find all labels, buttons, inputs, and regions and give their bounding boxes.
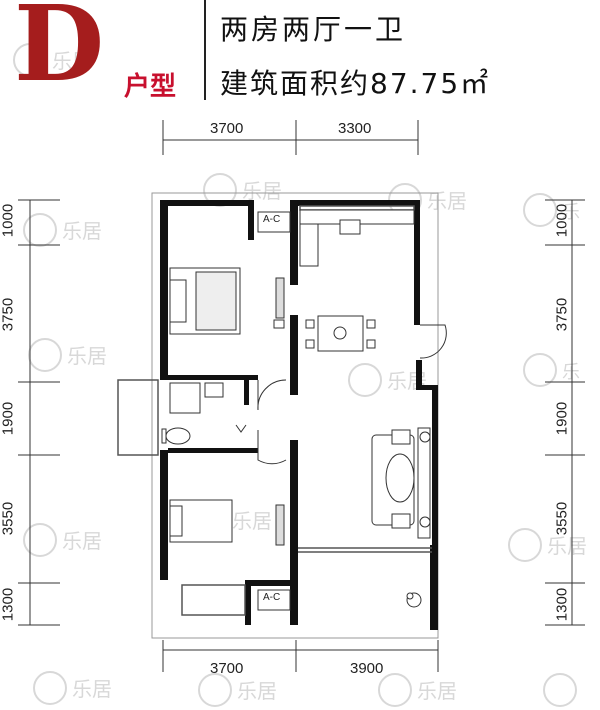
svg-text:乐居: 乐居 bbox=[52, 49, 92, 73]
svg-text:乐: 乐 bbox=[562, 362, 580, 383]
bathroom-fixtures bbox=[161, 382, 224, 445]
watermark-5: 乐 bbox=[523, 193, 580, 227]
right-dim-2: 3750 bbox=[553, 297, 571, 332]
svg-text:乐居: 乐居 bbox=[237, 679, 277, 703]
svg-text:乐居: 乐居 bbox=[62, 529, 102, 553]
watermark-1: 乐居 bbox=[13, 43, 92, 77]
balcony-plant bbox=[406, 592, 422, 608]
watermark-14: 乐居 bbox=[378, 673, 457, 707]
door-bedroom1 bbox=[257, 379, 287, 411]
walls bbox=[160, 200, 438, 630]
unit-letter: D bbox=[14, 0, 105, 105]
svg-text:乐居: 乐居 bbox=[67, 344, 107, 368]
left-dim-2: 3750 bbox=[0, 297, 17, 332]
left-dim-1: 1000 bbox=[0, 203, 17, 238]
door-bedroom2 bbox=[257, 430, 287, 465]
ac-units bbox=[257, 211, 291, 611]
dining-table bbox=[305, 315, 376, 352]
watermark-8: 乐 bbox=[523, 353, 580, 387]
bottom-dimension-lines bbox=[162, 640, 439, 672]
title-divider bbox=[204, 0, 206, 100]
watermark-6: 乐居 bbox=[28, 338, 107, 372]
bottom-dim-2: 3900 bbox=[350, 660, 384, 677]
ac-label-top: A-C bbox=[263, 214, 281, 225]
ac-unit-bottom bbox=[257, 589, 291, 611]
svg-text:乐居: 乐居 bbox=[547, 534, 587, 558]
right-dimension-lines bbox=[545, 199, 585, 626]
svg-text:乐居: 乐居 bbox=[62, 219, 102, 243]
ac-label-bottom: A-C bbox=[263, 592, 281, 603]
top-dim-2: 3300 bbox=[338, 120, 372, 137]
layout-title: 两房两厅一卫 bbox=[220, 13, 407, 46]
washbasin bbox=[204, 382, 224, 398]
watermark-13: 乐居 bbox=[198, 673, 277, 707]
door-entry bbox=[419, 324, 447, 359]
door-bathroom bbox=[235, 424, 247, 433]
bottom-dim-1: 3700 bbox=[210, 660, 244, 677]
right-dim-5: 1300 bbox=[553, 587, 571, 622]
left-dimension-lines bbox=[18, 199, 60, 626]
right-dim-3: 1900 bbox=[553, 401, 571, 436]
toilet bbox=[165, 427, 191, 445]
watermark-12: 乐居 bbox=[33, 671, 112, 705]
master-bed bbox=[169, 267, 285, 335]
unit-type-label: 户型 bbox=[124, 72, 177, 102]
watermark-11: 乐居 bbox=[508, 528, 587, 562]
balcony-rails bbox=[117, 205, 432, 616]
doors bbox=[235, 324, 447, 465]
left-dim-5: 1300 bbox=[0, 587, 17, 622]
watermark-9: 乐居 bbox=[23, 523, 102, 557]
right-dim-1: 1000 bbox=[553, 203, 571, 238]
shower bbox=[169, 382, 201, 414]
ac-unit-top bbox=[257, 211, 291, 233]
top-dim-1: 3700 bbox=[210, 120, 244, 137]
right-dim-4: 3550 bbox=[553, 501, 571, 536]
svg-text:乐居: 乐居 bbox=[242, 179, 282, 203]
left-dim-3: 1900 bbox=[0, 401, 17, 436]
svg-text:乐居: 乐居 bbox=[417, 679, 457, 703]
svg-text:乐居: 乐居 bbox=[72, 677, 112, 701]
left-dim-4: 3550 bbox=[0, 501, 17, 536]
area-title: 建筑面积约87.75㎡ bbox=[220, 67, 491, 100]
top-dimension-lines bbox=[162, 120, 419, 155]
watermark-15 bbox=[543, 673, 577, 707]
svg-text:乐居: 乐居 bbox=[232, 509, 272, 533]
second-bed bbox=[169, 499, 285, 546]
watermark-2: 乐居 bbox=[23, 213, 102, 247]
svg-text:乐: 乐 bbox=[562, 202, 580, 223]
sofa-set bbox=[371, 427, 431, 539]
kitchen bbox=[299, 209, 415, 267]
